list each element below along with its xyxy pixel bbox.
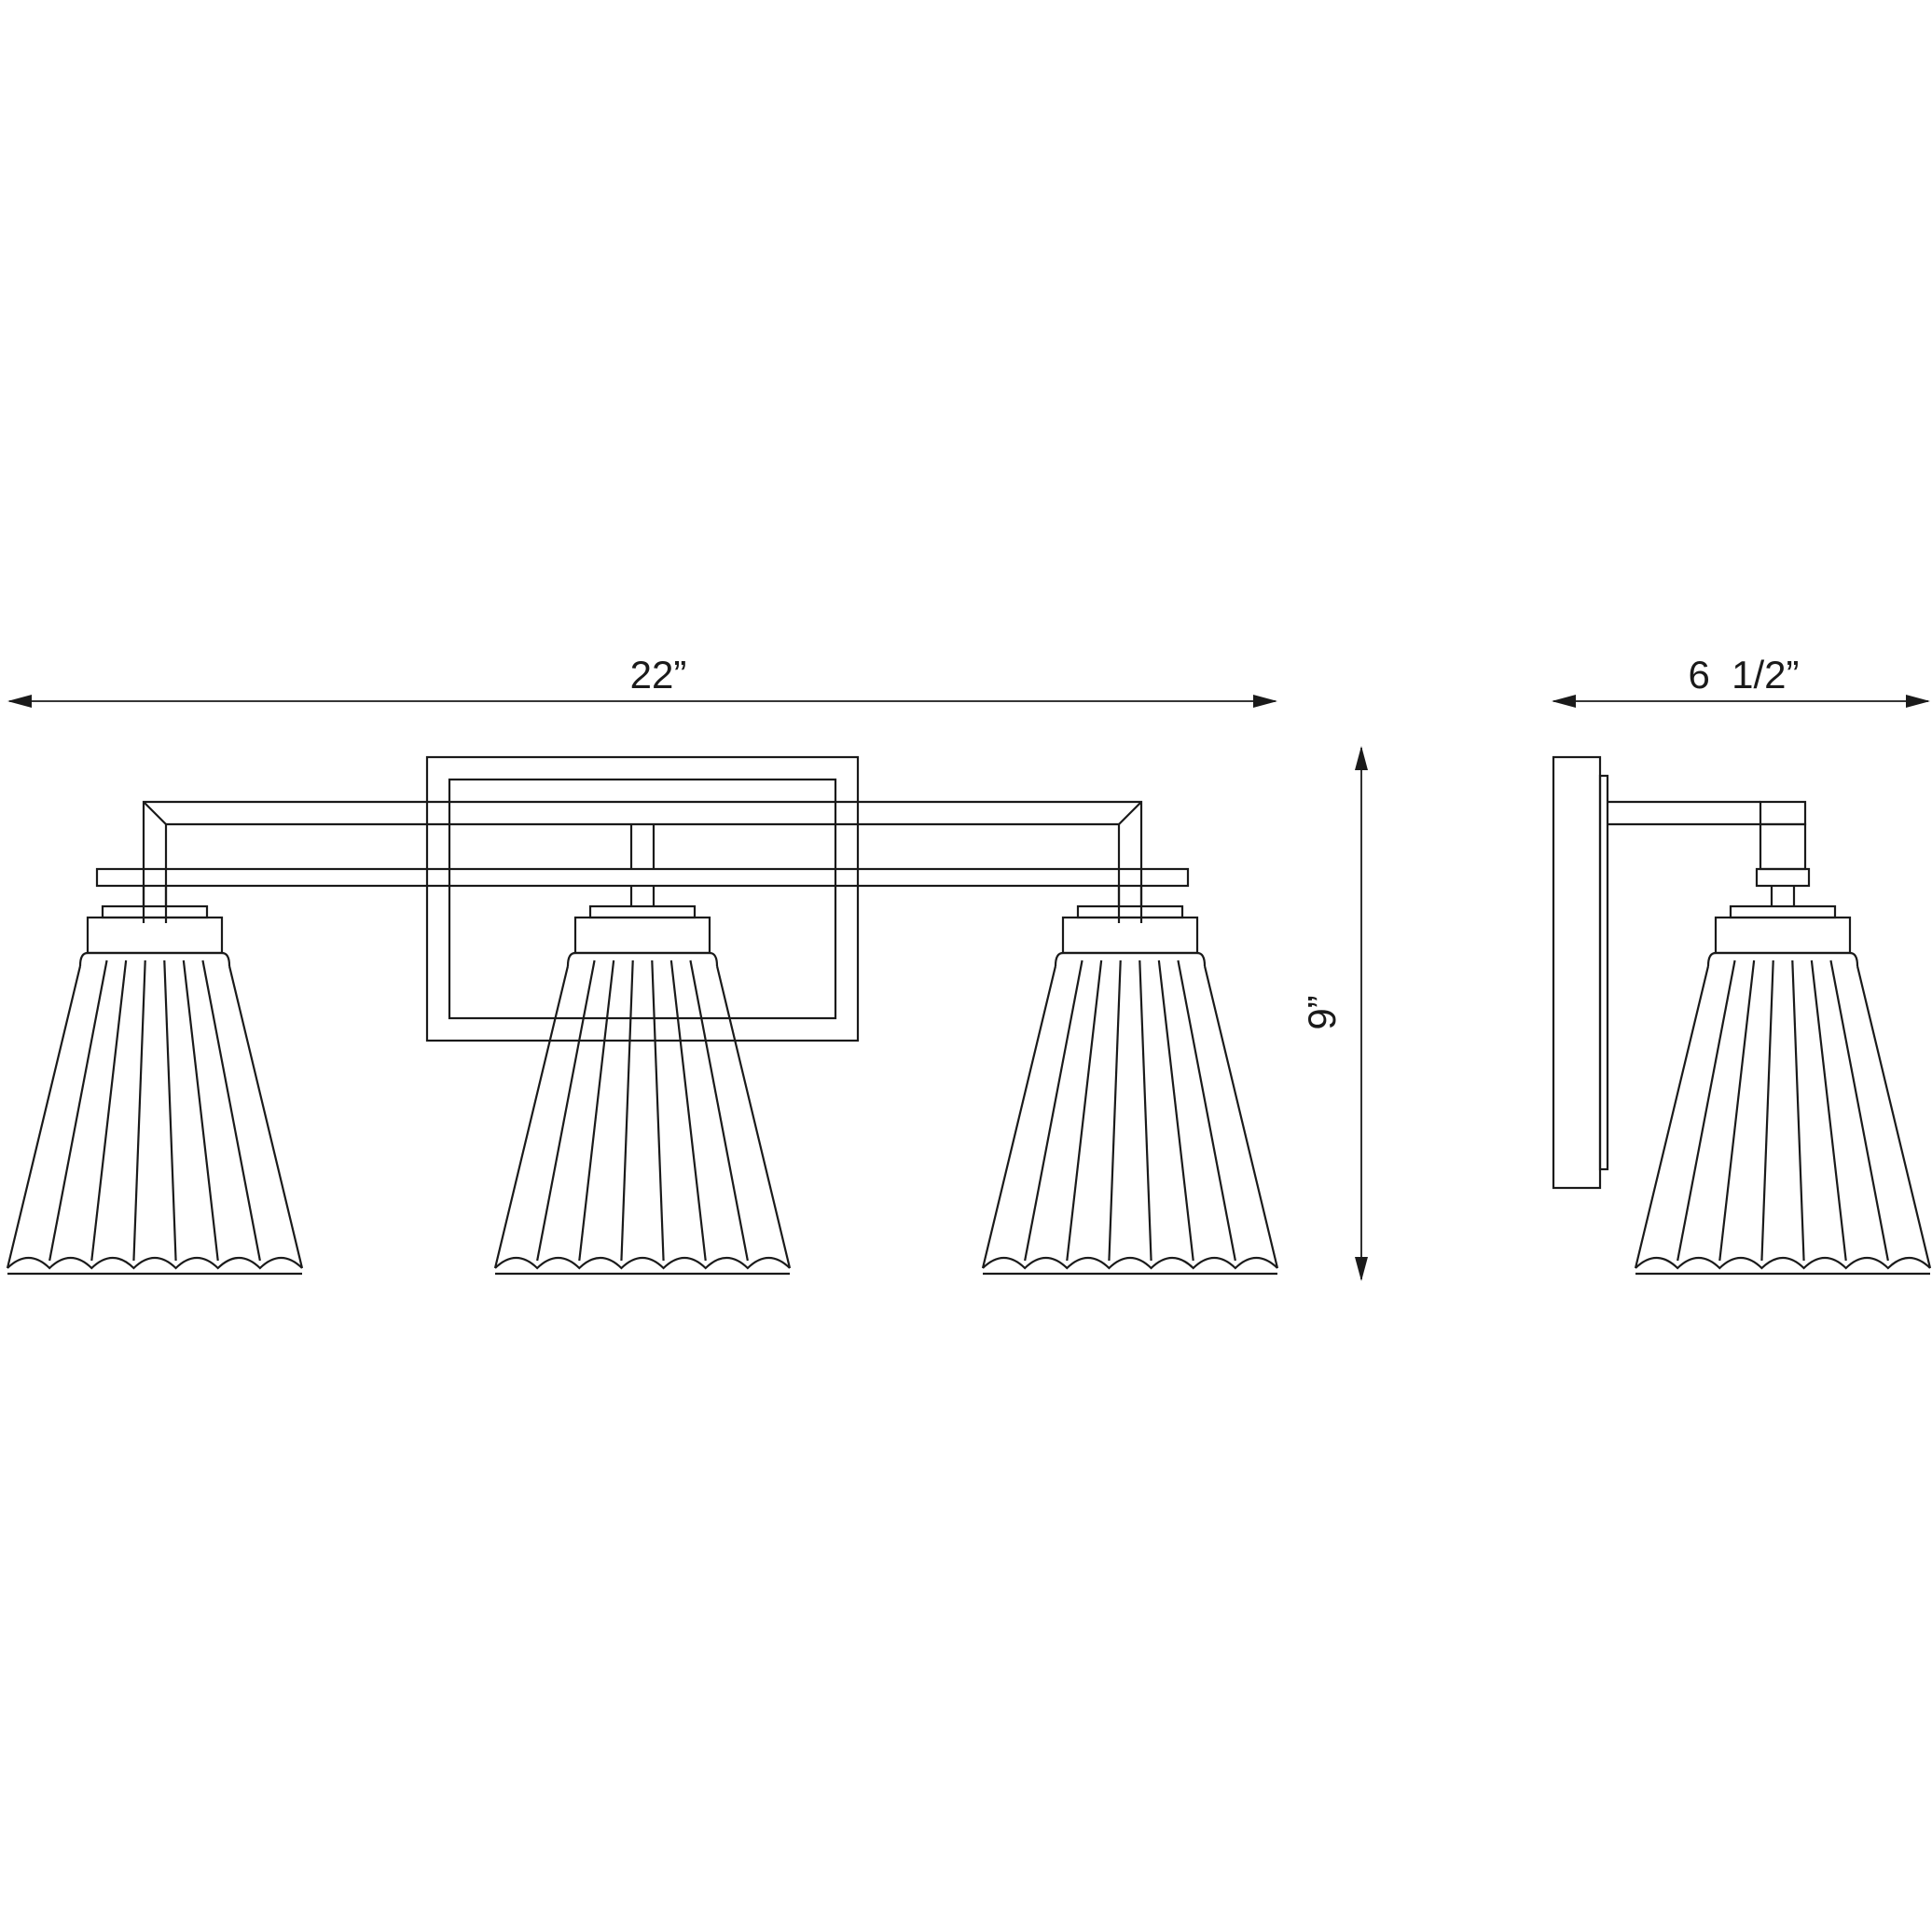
- shade-center: [493, 904, 792, 1276]
- side-backplate: [1552, 755, 1609, 1190]
- side-view: [1552, 755, 1932, 1276]
- width-label: 22”: [630, 653, 687, 697]
- height-dimension: 9”: [1300, 746, 1368, 1281]
- side-shades: [1634, 904, 1932, 1276]
- width-dimension: 22”: [7, 653, 1277, 708]
- side-stems: [142, 886, 1143, 906]
- center-stem: [629, 824, 656, 906]
- crossbar: [95, 867, 1190, 888]
- shade-right: [981, 904, 1279, 1276]
- side-arm: [1608, 800, 1811, 906]
- depth-dimension: 6 1/2”: [1552, 653, 1930, 708]
- shade-left: [6, 904, 304, 1276]
- front-view: [6, 755, 1279, 1276]
- backplate: [425, 755, 860, 1042]
- shade-side: [1634, 904, 1932, 1276]
- depth-label: 6 1/2”: [1688, 653, 1799, 697]
- front-shades: [6, 904, 1279, 1276]
- upper-arm: [142, 800, 1143, 923]
- height-label: 9”: [1300, 995, 1344, 1029]
